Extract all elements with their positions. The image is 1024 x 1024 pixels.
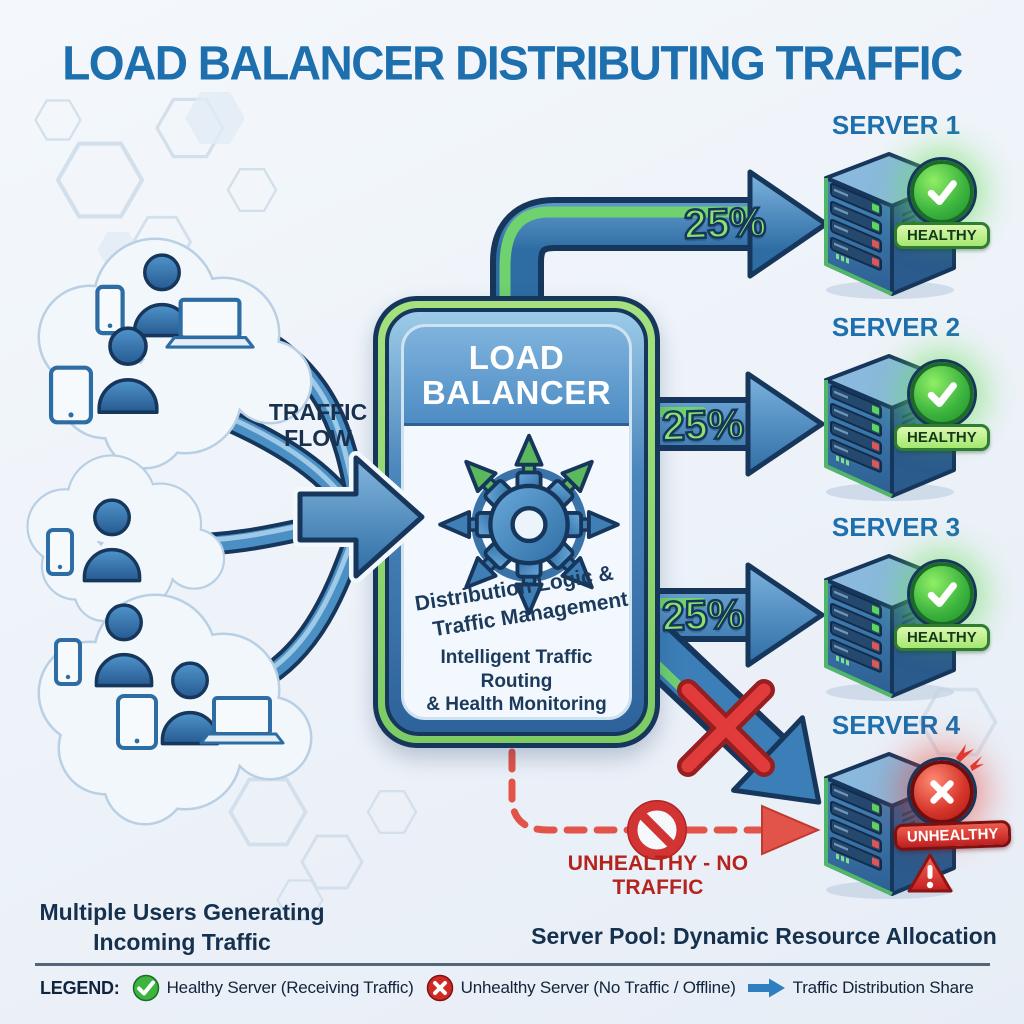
legend-item-unhealthy: Unhealthy Server (No Traffic / Offline)	[426, 974, 736, 1002]
distribution-arrow-2	[640, 371, 825, 477]
no-traffic-route	[508, 748, 821, 860]
load-balancer-subtitle: Intelligent Traffic Routing & Health Mon…	[426, 646, 607, 716]
user-cloud-middle	[29, 457, 223, 620]
unhealthy-x-icon	[426, 974, 453, 1002]
blocked-arrow	[634, 625, 822, 805]
server-name: SERVER 3	[831, 512, 961, 542]
no-entry-icon	[627, 800, 687, 860]
healthy-check-icon	[910, 160, 974, 224]
laptop-icon	[199, 696, 285, 745]
share-label-1: 25%	[682, 197, 768, 248]
pool-caption: Server Pool: Dynamic Resource Allocation	[531, 923, 997, 949]
traffic-arrow-icon	[747, 978, 785, 998]
healthy-check-icon	[132, 974, 159, 1002]
load-balancer: LOAD BALANCER	[373, 296, 660, 748]
legend: LEGEND: Healthy Server (Receiving Traffi…	[40, 974, 1000, 1002]
phone-icon	[54, 638, 82, 686]
warning-triangle-icon	[907, 853, 953, 893]
healthy-check-icon	[910, 362, 974, 426]
share-label-3: 25%	[660, 589, 746, 640]
distribution-arrow-1	[490, 169, 829, 322]
health-badge: HEALTHY	[894, 222, 990, 249]
server-name: SERVER 1	[831, 110, 961, 140]
legend-item-share: Traffic Distribution Share	[747, 977, 974, 999]
page-title: LOAD BALANCER DISTRIBUTING TRAFFIC	[62, 35, 963, 91]
phone-icon	[46, 528, 74, 576]
tablet-icon	[116, 694, 158, 750]
server-3: SERVER 3 HEALTHY	[800, 512, 992, 702]
alert-spark-icon	[956, 744, 984, 771]
health-badge: HEALTHY	[894, 624, 990, 651]
traffic-flow-label: TRAFFIC FLOW	[268, 399, 368, 451]
load-balancer-title: LOAD BALANCER	[404, 327, 629, 426]
server-name: SERVER 4	[831, 710, 961, 740]
user-clouds	[0, 230, 360, 910]
blocked-x-icon	[677, 679, 775, 777]
server-name: SERVER 2	[831, 312, 961, 342]
health-badge: UNHEALTHY	[893, 819, 1012, 852]
share-label-2: 25%	[660, 399, 746, 450]
distribution-arrow-3	[640, 562, 825, 668]
tablet-icon	[51, 368, 91, 423]
legend-divider	[35, 963, 990, 966]
blocked-route-label: UNHEALTHY - NO TRAFFIC	[567, 852, 749, 899]
server-1: SERVER 1 HEALTHY	[800, 110, 992, 300]
gear-distribution-icon	[438, 433, 620, 616]
legend-item-healthy: Healthy Server (Receiving Traffic)	[132, 974, 414, 1002]
load-balancer-panel: LOAD BALANCER	[401, 324, 632, 720]
health-badge: HEALTHY	[894, 424, 990, 451]
load-balancer-frame: LOAD BALANCER	[385, 308, 648, 736]
user-cloud-bottom	[40, 596, 310, 823]
phone-icon	[97, 287, 122, 333]
legend-label: LEGEND:	[40, 977, 120, 998]
server-2: SERVER 2 HEALTHY	[800, 312, 992, 502]
server-4: SERVER 4 UNHEALTHY	[800, 710, 1012, 900]
laptop-icon	[167, 300, 253, 347]
healthy-check-icon	[910, 562, 974, 626]
users-caption: Multiple Users Generating Incoming Traff…	[39, 899, 325, 955]
